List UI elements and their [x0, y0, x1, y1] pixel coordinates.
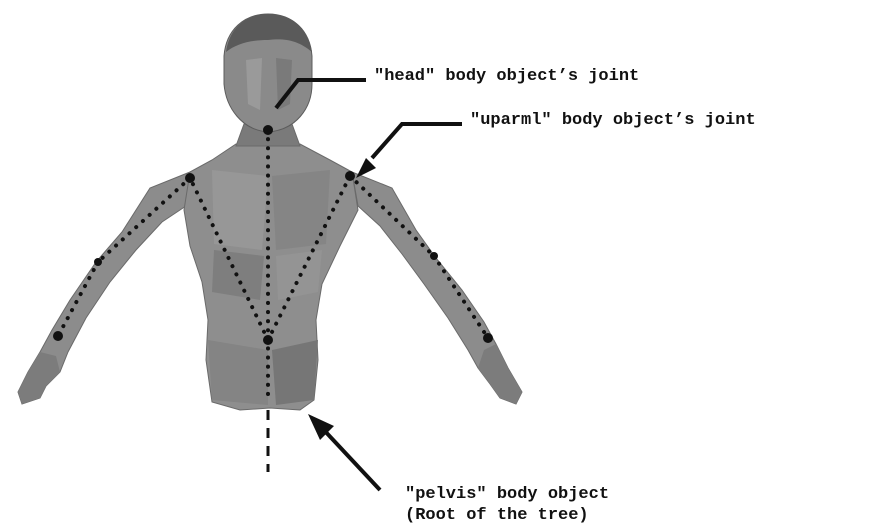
head-joint-label: "head" body object’s joint: [374, 66, 639, 88]
left-wrist-joint: [53, 331, 63, 341]
uparml-joint-label: "uparml" body object’s joint: [470, 110, 756, 132]
uparml-callout-line: [372, 124, 462, 158]
uparml-joint: [345, 171, 355, 181]
right-wrist-joint: [483, 333, 493, 343]
right-elbow-joint: [430, 252, 438, 260]
pelvis-joint: [263, 335, 273, 345]
left-shoulder-joint: [185, 173, 195, 183]
uparml-arrowhead: [356, 158, 376, 178]
pelvis-callout-line: [322, 428, 380, 490]
head-joint: [263, 125, 273, 135]
left-elbow-joint: [94, 258, 102, 266]
pelvis-label: "pelvis" body object: [405, 484, 609, 506]
pelvis-root-note: (Root of the tree): [405, 505, 589, 527]
